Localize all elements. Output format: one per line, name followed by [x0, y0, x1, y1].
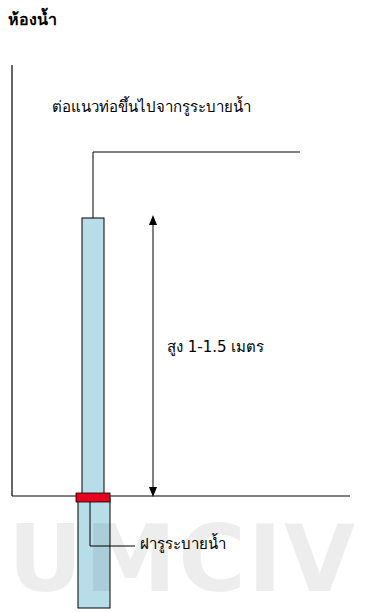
height-dimension — [153, 220, 154, 492]
leader-line — [93, 152, 300, 218]
floor-line — [12, 495, 350, 496]
wall-line — [11, 65, 12, 496]
pipe-note: ต่อแนวท่อขึ้นไปจากรูระบายน้ำ — [52, 98, 251, 118]
raised-pipe — [82, 218, 104, 495]
watermark: UMCIV — [8, 500, 357, 612]
room-title: ห้องน้ำ — [8, 10, 57, 31]
drain-cap — [76, 493, 110, 502]
height-label: สูง 1-1.5 เมตร — [167, 338, 264, 358]
